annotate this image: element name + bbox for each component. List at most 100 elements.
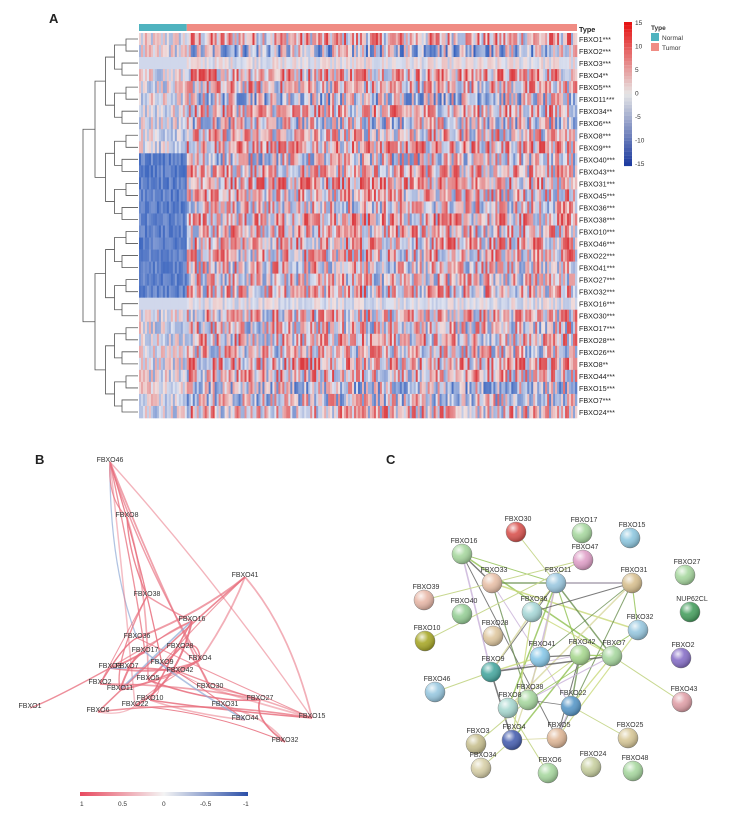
heatmap-cell [409, 273, 413, 286]
heatmap-cell [152, 33, 156, 46]
heatmap-cell [359, 177, 363, 190]
heatmap-cell [369, 177, 373, 190]
heatmap-cell [200, 201, 204, 214]
heatmap-cell [511, 153, 514, 166]
heatmap-cell [407, 225, 411, 238]
heatmap-cell [417, 33, 421, 46]
heatmap-cell [212, 201, 215, 214]
heatmap-cell [220, 189, 223, 202]
heatmap-cell [238, 261, 241, 274]
heatmap-cell [535, 237, 538, 250]
heatmap-cell [381, 213, 385, 226]
heatmap-cell [417, 273, 421, 286]
heatmap-cell [455, 285, 458, 298]
heatmap-cell [160, 45, 164, 58]
heatmap-cell [425, 57, 428, 70]
heatmap-cell [162, 117, 166, 130]
heatmap-cell [407, 129, 411, 142]
heatmap-cell [391, 225, 395, 238]
heatmap-cell [250, 93, 253, 106]
heatmap-cell [471, 213, 474, 226]
heatmap-cell [405, 57, 409, 70]
heatmap-cell [403, 141, 407, 154]
heatmap-cell [196, 117, 200, 130]
heatmap-cell [240, 225, 243, 238]
heatmap-cell [354, 57, 357, 70]
heatmap-cell [373, 105, 377, 118]
heatmap-cell [455, 81, 458, 94]
heatmap-cell [142, 249, 146, 262]
heatmap-cell [268, 273, 271, 286]
heatmap-cell [425, 141, 428, 154]
heatmap-cell [262, 45, 265, 58]
heatmap-cell [312, 213, 315, 226]
heatmap-cell [489, 189, 492, 202]
heatmap-cell [515, 69, 518, 82]
heatmap-cell [334, 225, 337, 238]
heatmap-cell [188, 285, 192, 298]
heatmap-cell [571, 93, 574, 106]
heatmap-cell [222, 33, 225, 46]
heatmap-cell [286, 165, 289, 178]
heatmap-cell [393, 273, 397, 286]
heatmap-cell [521, 213, 524, 226]
heatmap-cell [338, 81, 341, 94]
heatmap-cell [393, 69, 397, 82]
dendrogram-branch [114, 333, 126, 359]
heatmap-cell [328, 225, 331, 238]
heatmap-cell [158, 33, 162, 46]
heatmap-cell [330, 81, 333, 94]
heatmap-cell [421, 165, 424, 178]
heatmap-cell [405, 117, 409, 130]
heatmap-cell [302, 129, 305, 142]
heatmap-cell [431, 117, 434, 130]
heatmap-cell [352, 261, 355, 274]
heatmap-cell [218, 225, 221, 238]
heatmap-cell [192, 153, 196, 166]
heatmap-cell [567, 105, 570, 118]
heatmap-cell [164, 165, 168, 178]
heatmap-cell [383, 225, 387, 238]
heatmap-cell [220, 201, 223, 214]
heatmap-cell [401, 285, 405, 298]
heatmap-cell [262, 141, 265, 154]
heatmap-cell [348, 285, 351, 298]
heatmap-cell [292, 273, 295, 286]
heatmap-cell [208, 165, 211, 178]
heatmap-cell [216, 33, 219, 46]
heatmap-cell [154, 105, 158, 118]
heatmap-cell [447, 93, 450, 106]
heatmap-cell [505, 177, 508, 190]
heatmap-cell [513, 261, 516, 274]
heatmap-cell [234, 237, 237, 250]
heatmap-cell [413, 189, 417, 202]
heatmap-cell [248, 225, 251, 238]
heatmap-cell [150, 297, 154, 311]
heatmap-cell [483, 117, 486, 130]
heatmap-cell [549, 69, 552, 82]
heatmap-cell [551, 273, 554, 286]
heatmap-cell [381, 153, 385, 166]
heatmap-cell [296, 225, 299, 238]
heatmap-cell [302, 57, 305, 70]
heatmap-cell [352, 297, 355, 311]
heatmap-cell [383, 273, 387, 286]
heatmap-cell [212, 117, 215, 130]
heatmap-cell [491, 81, 494, 94]
heatmap-cell [501, 201, 504, 214]
heatmap-cell [284, 81, 287, 94]
heatmap-cell [365, 297, 369, 311]
heatmap-cell [371, 285, 375, 298]
heatmap-cell [266, 177, 269, 190]
heatmap-cell [553, 45, 556, 58]
heatmap-cell [541, 285, 544, 298]
heatmap-cell [361, 177, 365, 190]
heatmap-cell [154, 201, 158, 214]
heatmap-cell [224, 141, 227, 154]
heatmap-cell [417, 261, 421, 274]
heatmap-cell [302, 273, 305, 286]
heatmap-cell [302, 213, 305, 226]
heatmap-cell [296, 141, 299, 154]
heatmap-cell [559, 189, 562, 202]
heatmap-cell [274, 93, 277, 106]
